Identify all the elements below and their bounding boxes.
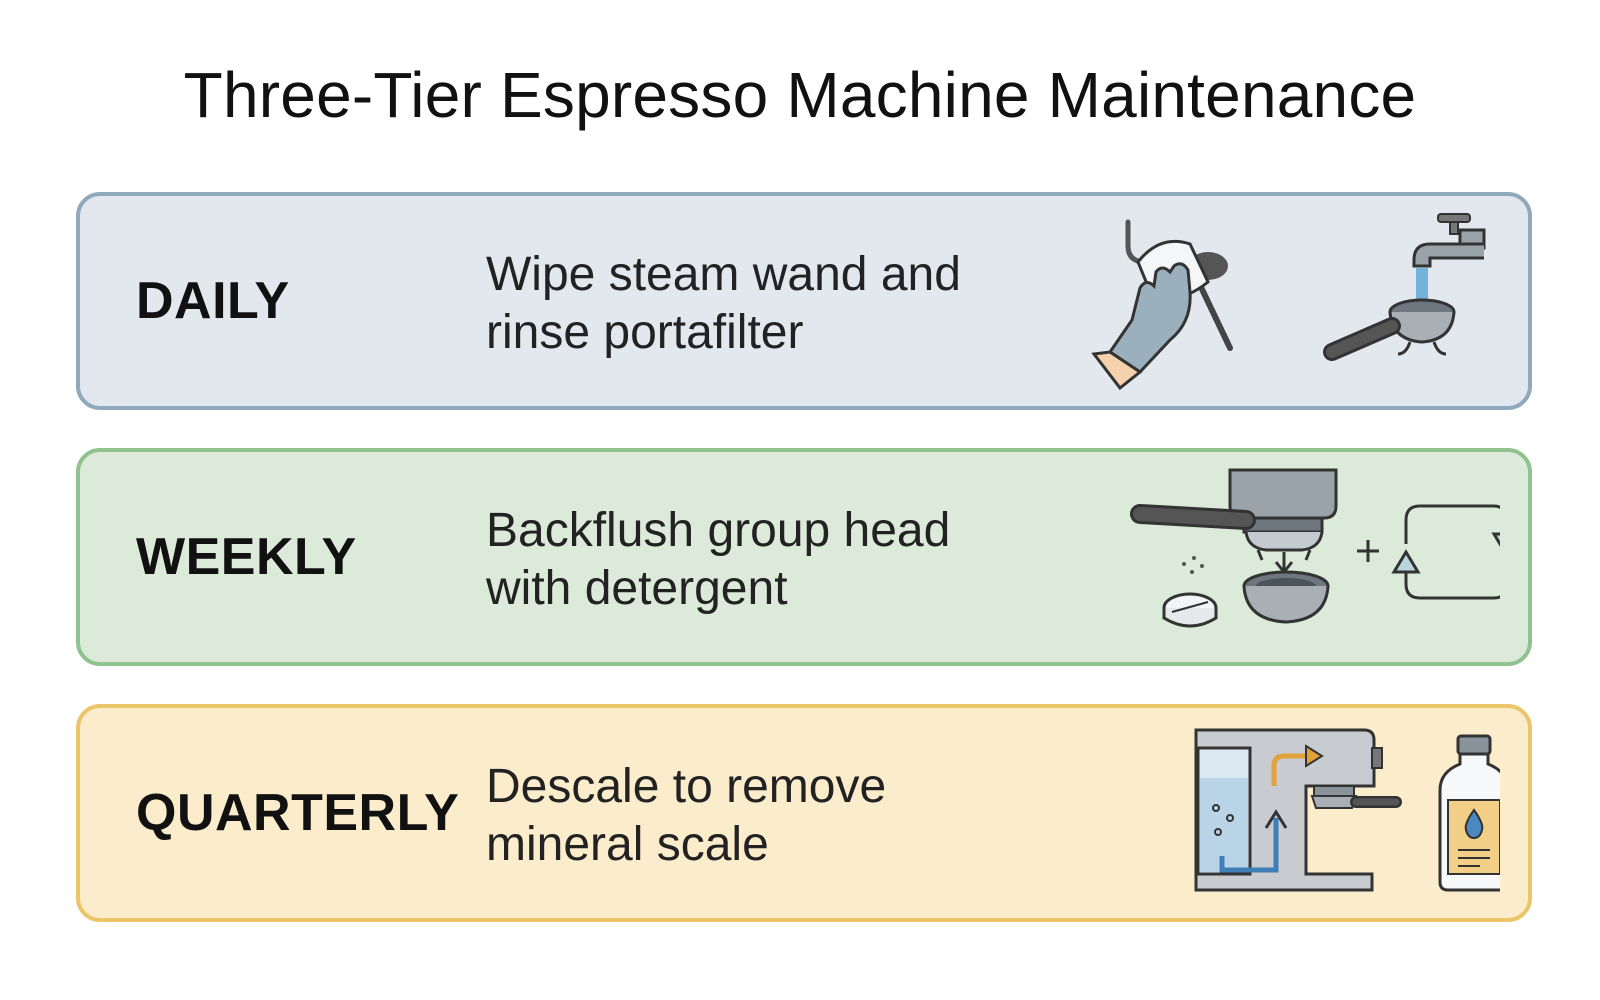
espresso-machine-descaling-icon	[1194, 728, 1402, 892]
gloved-hand-wiping-steam-wand-icon	[1091, 219, 1233, 391]
tier-description: Backflush group head with detergent	[486, 504, 951, 615]
tier-description: Wipe steam wand and rinse portafilter	[486, 248, 961, 359]
tier-description: Descale to remove mineral scale	[486, 760, 887, 871]
tier-daily-illustration	[1080, 202, 1500, 402]
tier-quarterly-illustration	[1080, 714, 1500, 914]
page-title: Three-Tier Espresso Machine Maintenance	[183, 59, 1417, 131]
descaler-bottle-icon	[1438, 734, 1500, 892]
tier-label: DAILY	[136, 272, 290, 330]
faucet-rinsing-portafilter-icon	[1323, 213, 1486, 361]
detergent-tablet-icon	[1162, 556, 1218, 628]
cycle-arrows-icon	[1391, 504, 1500, 600]
tier-label: QUARTERLY	[136, 784, 460, 842]
group-head-portafilter-icon	[1130, 468, 1338, 575]
tier-daily: DAILY Wipe steam wand and rinse portafil…	[76, 192, 1532, 410]
blind-basket-icon	[1242, 570, 1330, 624]
tier-weekly-illustration	[1080, 458, 1500, 658]
tier-weekly: WEEKLY Backflush group head with deterge…	[76, 448, 1532, 666]
plus-icon	[1357, 540, 1379, 562]
tier-quarterly: QUARTERLY Descale to remove mineral scal…	[76, 704, 1532, 922]
tier-label: WEEKLY	[136, 528, 357, 586]
